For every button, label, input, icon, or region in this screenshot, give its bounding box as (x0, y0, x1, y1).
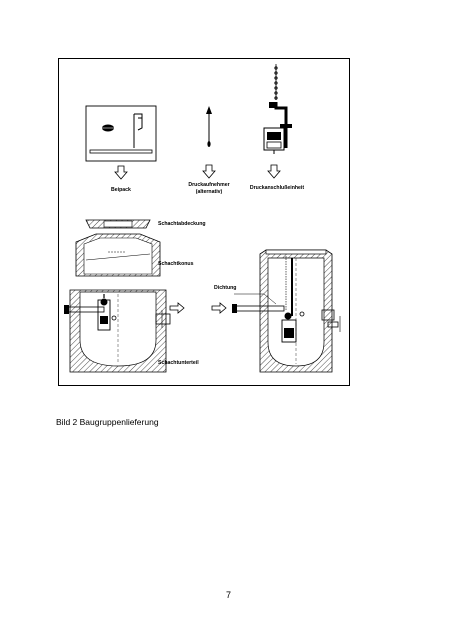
label-schachtabdeckung: Schachtabdeckung (158, 221, 206, 227)
assembly-figure: Beipack Druckaufnehmer (alternativ) Druc… (58, 58, 350, 386)
label-dichtung: Dichtung (214, 285, 237, 291)
schachtunterteil-left (64, 289, 171, 373)
arrow-down-icon (202, 164, 216, 179)
arrow-down-icon (267, 164, 281, 179)
label-beipack: Beipack (111, 187, 131, 193)
label-druckaufnehmer-alternativ: (alternativ) (195, 189, 223, 195)
arrow-right-icon (169, 302, 185, 314)
druckanschlusseinheit-unit (263, 64, 292, 154)
assembled-shaft (232, 249, 341, 373)
page-number: 7 (226, 590, 232, 600)
label-schachtunterteil: Schachtunterteil (158, 360, 199, 366)
label-druckanschlusseinheit: Druckanschlußeinheit (249, 185, 305, 191)
figure-frame (58, 58, 350, 386)
druckaufnehmer-sensor (206, 106, 212, 147)
beipack-box (85, 105, 157, 162)
schachtabdeckung-cover (85, 219, 151, 229)
figure-caption: Bild 2 Baugruppenlieferung (56, 417, 159, 427)
arrow-down-icon (114, 165, 128, 180)
schachtkonus (75, 233, 161, 277)
arrow-right-icon (211, 302, 227, 314)
label-schachtkonus: Schachtkonus (158, 261, 194, 267)
label-druckaufnehmer: Druckaufnehmer (188, 182, 230, 188)
assembly-drawing (58, 58, 350, 386)
